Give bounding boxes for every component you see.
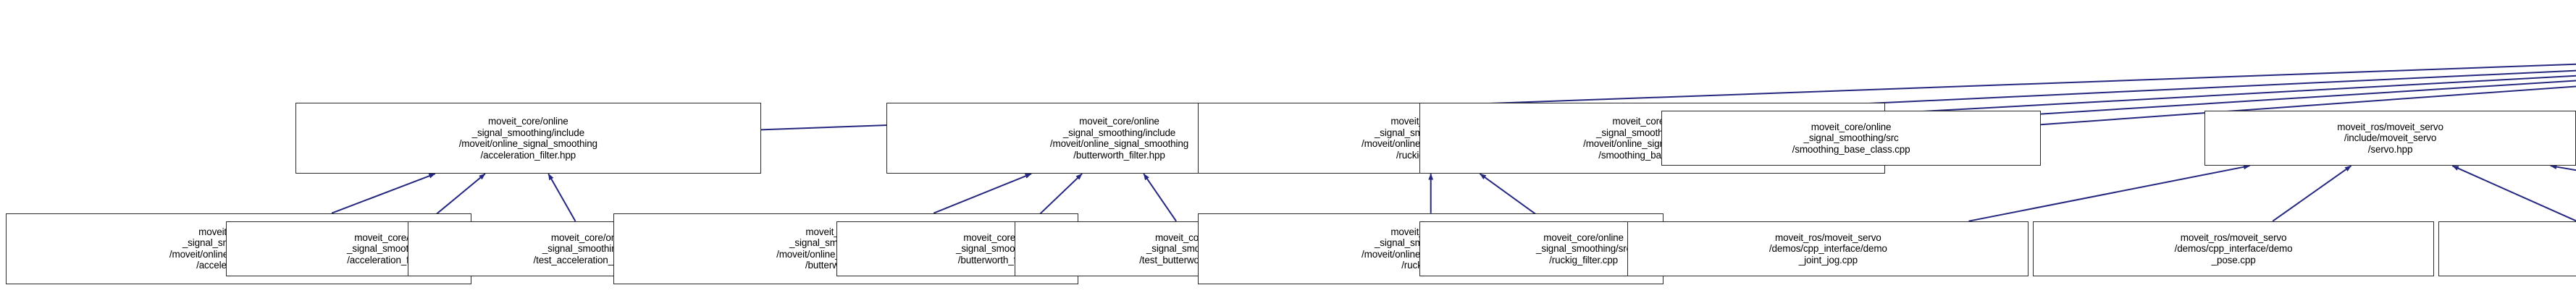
graph-node-label-line: /moveit/online_signal_smoothing: [458, 138, 597, 150]
graph-edge-test_butterworth_filter_cpp-to-butterworth_filter_hpp: [1143, 173, 1177, 222]
graph-node-label-line: _pose.cpp: [2211, 254, 2256, 265]
graph-node-demo_twist_cpp[interactable]: moveit_ros/moveit_servo/demos/cpp_interf…: [2438, 221, 2576, 277]
graph-node-label-line: moveit_core/online: [487, 116, 569, 127]
graph-node-demo_joint_jog_cpp[interactable]: moveit_ros/moveit_servo/demos/cpp_interf…: [1627, 221, 2029, 277]
graph-node-label-line: moveit_core/online: [1811, 121, 1892, 132]
graph-edge-butterworth_filter_h-to-butterworth_filter_hpp: [933, 173, 1032, 214]
graph-node-label-line: _signal_smoothing/src: [1536, 243, 1632, 255]
graph-node-label-line: moveit_core/online: [1543, 231, 1624, 243]
graph-edge-demo_twist_cpp-to-servo_hpp: [2451, 165, 2576, 222]
graph-node-label-line: moveit_ros/moveit_servo: [2439, 232, 2576, 244]
graph-node-label-line: /demos/cpp_interface/demo: [1769, 243, 1887, 255]
graph-edge-demo_pose_cpp-to-servo_hpp: [2272, 165, 2352, 222]
graph-edge-acceleration_filter_h-to-acceleration_filter_hpp: [331, 173, 436, 214]
graph-node-label-line: /moveit/online_signal_smoothing: [1049, 138, 1189, 150]
graph-node-label-line: /servo.hpp: [2367, 143, 2413, 155]
graph-node-label-line: _twist.cpp: [2439, 255, 2576, 266]
graph-node-label-line: /acceleration_filter.hpp: [480, 149, 576, 161]
graph-node-acceleration_filter_hpp[interactable]: moveit_core/online_signal_smoothing/incl…: [295, 102, 761, 174]
graph-node-label-line: moveit_core/online: [550, 231, 632, 243]
graph-node-label-line: moveit_ros/moveit_servo: [1775, 231, 1881, 243]
graph-node-smoothing_base_class_cpp[interactable]: moveit_core/online_signal_smoothing/src/…: [1661, 110, 2042, 166]
graph-node-label-line: /demos/cpp_interface/demo: [2174, 243, 2293, 255]
graph-node-servo_hpp[interactable]: moveit_ros/moveit_servo/include/moveit_s…: [2204, 110, 2576, 166]
graph-node-label-line: /include/moveit_servo: [2344, 132, 2437, 144]
graph-node-label-line: /demos/cpp_interface/demo: [2439, 243, 2576, 255]
graph-node-label-line: /butterworth_filter.hpp: [1073, 149, 1165, 161]
graph-node-label-line: _joint_jog.cpp: [1798, 254, 1858, 265]
graph-edge-servo_h-to-servo_hpp: [2550, 164, 2576, 171]
graph-node-label-line: /smoothing_base_class.cpp: [1792, 143, 1910, 155]
graph-node-label-line: _signal_smoothing/include: [471, 127, 585, 138]
graph-node-label-line: moveit_ros/moveit_servo: [2337, 121, 2443, 132]
graph-node-demo_pose_cpp[interactable]: moveit_ros/moveit_servo/demos/cpp_interf…: [2032, 221, 2435, 277]
graph-edge-test_acceleration_filter_cpp-to-acceleration_filter_hpp: [547, 173, 576, 222]
graph-node-label-line: moveit_ros/moveit_servo: [2180, 231, 2287, 243]
graph-edge-demo_joint_jog_cpp-to-servo_hpp: [1968, 164, 2250, 222]
graph-node-label-line: _signal_smoothing/src: [1803, 132, 1899, 144]
graph-node-label-line: /ruckig_filter.cpp: [1549, 254, 1619, 265]
